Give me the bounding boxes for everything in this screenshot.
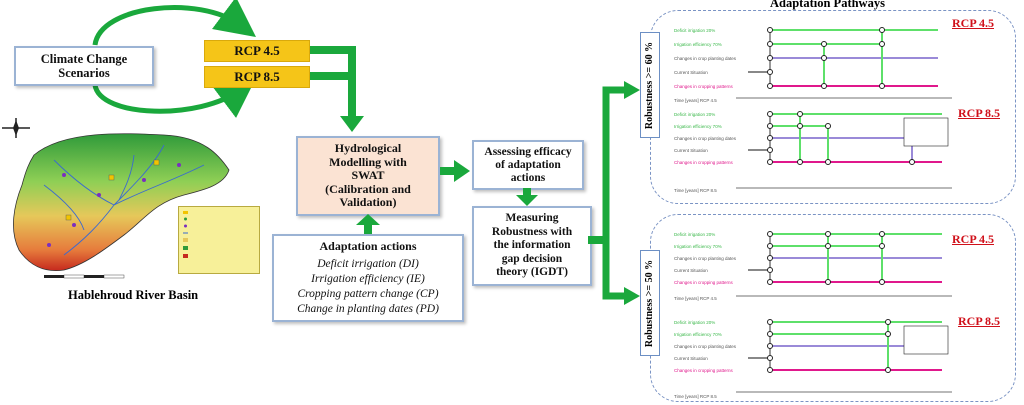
rcp-label: RCP 4.5 xyxy=(952,16,994,30)
rcp-label: RCP 4.5 xyxy=(952,232,994,246)
svg-text:Time [years] RCP 4.5: Time [years] RCP 4.5 xyxy=(674,98,717,103)
svg-text:Deficit irrigation 20%: Deficit irrigation 20% xyxy=(674,320,715,325)
map-legend xyxy=(178,206,260,274)
svg-text:Irrigation efficiency 70%: Irrigation efficiency 70% xyxy=(674,124,722,129)
adaptation-item: Cropping pattern change (CP) xyxy=(297,288,439,300)
svg-text:Changes in crop planting dates: Changes in crop planting dates xyxy=(674,56,737,61)
rcp45-box: RCP 4.5 xyxy=(204,40,310,62)
svg-text:Current Situation: Current Situation xyxy=(674,148,708,153)
svg-text:Deficit irrigation 20%: Deficit irrigation 20% xyxy=(674,112,715,117)
adaptation-item: Change in planting dates (PD) xyxy=(297,303,439,315)
svg-text:Time [years] RCP 8.5: Time [years] RCP 8.5 xyxy=(674,188,717,193)
svg-text:Current Situation: Current Situation xyxy=(674,356,708,361)
measure-to-pathways-arrow xyxy=(588,81,640,305)
svg-text:Irrigation efficiency 70%: Irrigation efficiency 70% xyxy=(674,244,722,249)
assess-to-measure-arrow xyxy=(516,188,538,206)
rcp-to-swat-arrow xyxy=(310,46,364,132)
pathways-title: Adaptation Pathways xyxy=(770,0,885,10)
pathway-chart-2: Deficit irrigation 20% Irrigation effici… xyxy=(674,111,952,193)
adaptation-to-swat-arrow xyxy=(356,214,380,236)
adaptation-title: Adaptation actions xyxy=(319,239,417,253)
compass-rose-icon xyxy=(2,118,30,138)
basin-caption: Hablehroud River Basin xyxy=(68,288,199,302)
adaptation-item: Irrigation efficiency (IE) xyxy=(311,273,425,285)
assessing-efficacy-box: Assessing efficacy of adaptation actions xyxy=(472,140,584,190)
svg-text:Changes in crop planting dates: Changes in crop planting dates xyxy=(674,136,737,141)
pathway-chart-1: Deficit irrigation 20% Irrigation effici… xyxy=(674,27,952,103)
swat-box: Hydrological Modelling with SWAT (Calibr… xyxy=(296,136,440,216)
adaptation-item: Deficit irrigation (DI) xyxy=(317,258,419,270)
pathways-panel-60 xyxy=(650,10,1016,204)
svg-text:Time [years] RCP 8.5: Time [years] RCP 8.5 xyxy=(674,394,717,399)
measuring-robustness-box: Measuring Robustness with the informatio… xyxy=(472,206,592,286)
svg-text:Deficit irrigation 20%: Deficit irrigation 20% xyxy=(674,232,715,237)
pathway-chart-3: Deficit irrigation 20% Irrigation effici… xyxy=(674,231,952,301)
svg-text:Changes in cropping patterns: Changes in cropping patterns xyxy=(674,368,734,373)
svg-text:Changes in crop planting dates: Changes in crop planting dates xyxy=(674,344,737,349)
svg-text:Time [years] RCP 4.5: Time [years] RCP 4.5 xyxy=(674,296,717,301)
svg-text:Changes in cropping patterns: Changes in cropping patterns xyxy=(674,280,734,285)
circular-arrow-icon xyxy=(92,0,257,118)
robustness-label-60: Robustness >= 60 % xyxy=(640,32,660,138)
swat-to-assess-arrow xyxy=(440,160,470,182)
rcp85-box: RCP 8.5 xyxy=(204,66,310,88)
svg-text:Irrigation efficiency 70%: Irrigation efficiency 70% xyxy=(674,332,722,337)
svg-text:Changes in cropping patterns: Changes in cropping patterns xyxy=(674,160,734,165)
svg-text:Irrigation efficiency 70%: Irrigation efficiency 70% xyxy=(674,42,722,47)
rcp-label: RCP 8.5 xyxy=(958,314,1000,328)
svg-text:Changes in cropping patterns: Changes in cropping patterns xyxy=(674,84,734,89)
adaptation-actions-box: Adaptation actions Deficit irrigation (D… xyxy=(272,234,464,322)
pathway-chart-4: Deficit irrigation 20% Irrigation effici… xyxy=(674,319,952,399)
svg-text:Deficit irrigation 20%: Deficit irrigation 20% xyxy=(674,28,715,33)
rcp-label: RCP 8.5 xyxy=(958,106,1000,120)
svg-text:Current Situation: Current Situation xyxy=(674,268,708,273)
robustness-label-50: Robustness >= 50 % xyxy=(640,250,660,356)
climate-change-box: Climate Change Scenarios xyxy=(14,46,154,86)
svg-text:Current Situation: Current Situation xyxy=(674,70,708,75)
basin-map xyxy=(13,133,230,279)
svg-text:Changes in crop planting dates: Changes in crop planting dates xyxy=(674,256,737,261)
